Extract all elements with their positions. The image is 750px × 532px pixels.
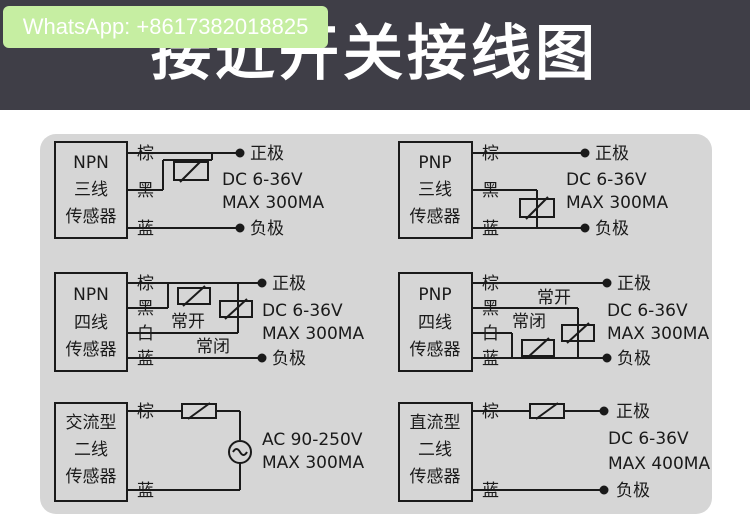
npn-four-wire-diagram	[54, 272, 267, 372]
ac-two-wire-diagram	[54, 402, 252, 502]
sensor-name-label: 传感器	[410, 467, 461, 487]
wire-label-blue: 蓝	[482, 349, 499, 369]
normally-open-label: 常开	[171, 312, 205, 332]
negative-terminal	[257, 353, 267, 363]
sensor-wires-label: 四线	[74, 313, 108, 333]
wire-label-blue: 蓝	[137, 349, 154, 369]
pnp-four-wire-diagram	[398, 272, 612, 372]
negative-terminal	[602, 353, 612, 363]
sensor-type-label: 直流型	[410, 413, 461, 433]
sensor-wires-label: 二线	[418, 440, 452, 460]
relay-coil-no	[177, 287, 211, 305]
negative-label: 负极	[617, 349, 651, 369]
normally-closed-label: 常闭	[512, 312, 546, 332]
wire-label-blue: 蓝	[137, 481, 154, 501]
sensor-type-label: PNP	[418, 153, 451, 173]
voltage-rating: DC 6-36V	[608, 429, 689, 449]
diagram-panel	[40, 134, 712, 514]
positive-label: 正极	[272, 274, 306, 294]
sensor-type-label: NPN	[73, 153, 109, 173]
sensor-wires-label: 三线	[418, 180, 452, 200]
current-rating: MAX 300MA	[607, 324, 709, 344]
positive-label: 正极	[595, 144, 629, 164]
wire-label-blue: 蓝	[482, 219, 499, 239]
relay-coil	[173, 161, 209, 181]
sensor-box	[398, 272, 473, 372]
wire-label-blue: 蓝	[137, 219, 154, 239]
current-rating: MAX 300MA	[566, 193, 668, 213]
voltage-rating: DC 6-36V	[262, 301, 343, 321]
negative-label: 负极	[250, 219, 284, 239]
sensor-wires-label: 三线	[74, 180, 108, 200]
sensor-type-label: NPN	[73, 285, 109, 305]
sensor-box	[398, 402, 473, 502]
positive-label: 正极	[616, 402, 650, 422]
sensor-type-label: PNP	[418, 285, 451, 305]
relay-coil-nc	[219, 300, 253, 318]
normally-open-label: 常开	[537, 288, 571, 308]
voltage-rating: DC 6-36V	[566, 170, 647, 190]
current-rating: MAX 300MA	[262, 453, 364, 473]
relay-coil	[519, 198, 555, 218]
positive-terminal	[257, 278, 267, 288]
voltage-rating: AC 90-250V	[262, 430, 363, 450]
wire-label-brown: 棕	[137, 144, 154, 164]
positive-label: 正极	[250, 144, 284, 164]
wire-label-blue: 蓝	[482, 481, 499, 501]
sensor-wires-label: 四线	[418, 313, 452, 333]
wire-label-brown: 棕	[137, 402, 154, 422]
negative-label: 负极	[595, 219, 629, 239]
sensor-name-label: 传感器	[66, 340, 117, 360]
current-rating: MAX 400MA	[608, 454, 710, 474]
wire-label-black: 黑	[137, 181, 154, 201]
sensor-box	[54, 402, 128, 502]
negative-terminal	[599, 485, 609, 495]
relay-coil-no	[561, 324, 595, 342]
positive-terminal	[602, 278, 612, 288]
npn-three-wire-diagram	[54, 141, 245, 239]
voltage-rating: DC 6-36V	[222, 170, 303, 190]
negative-label: 负极	[272, 349, 306, 369]
wire-label-brown: 棕	[482, 144, 499, 164]
sensor-name-label: 传感器	[410, 207, 461, 227]
dc-two-wire-diagram	[398, 402, 609, 502]
wire-label-black: 黑	[482, 181, 499, 201]
negative-label: 负极	[616, 481, 650, 501]
sensor-wires-label: 二线	[74, 440, 108, 460]
current-rating: MAX 300MA	[222, 193, 324, 213]
positive-label: 正极	[617, 274, 651, 294]
sensor-type-label: 交流型	[66, 413, 117, 433]
sensor-name-label: 传感器	[66, 467, 117, 487]
wire-label-brown: 棕	[482, 274, 499, 294]
positive-terminal	[599, 406, 609, 416]
relay-coil-nc	[521, 339, 555, 357]
wire-label-brown: 棕	[482, 402, 499, 422]
sensor-name-label: 传感器	[410, 340, 461, 360]
sensor-name-label: 传感器	[66, 207, 117, 227]
wire-label-brown: 棕	[137, 274, 154, 294]
whatsapp-watermark: WhatsApp: +8617382018825	[3, 6, 328, 48]
negative-terminal	[235, 223, 245, 233]
voltage-rating: DC 6-36V	[607, 301, 688, 321]
positive-terminal	[580, 148, 590, 158]
current-rating: MAX 300MA	[262, 324, 364, 344]
wire-label-black: 黑	[482, 299, 499, 319]
wire-label-white: 白	[482, 324, 499, 344]
negative-terminal	[580, 223, 590, 233]
pnp-three-wire-diagram	[398, 141, 590, 239]
normally-closed-label: 常闭	[196, 337, 230, 357]
wire-label-black: 黑	[137, 299, 154, 319]
positive-terminal	[235, 148, 245, 158]
sensor-box	[54, 272, 128, 372]
wire-label-white: 白	[137, 324, 154, 344]
